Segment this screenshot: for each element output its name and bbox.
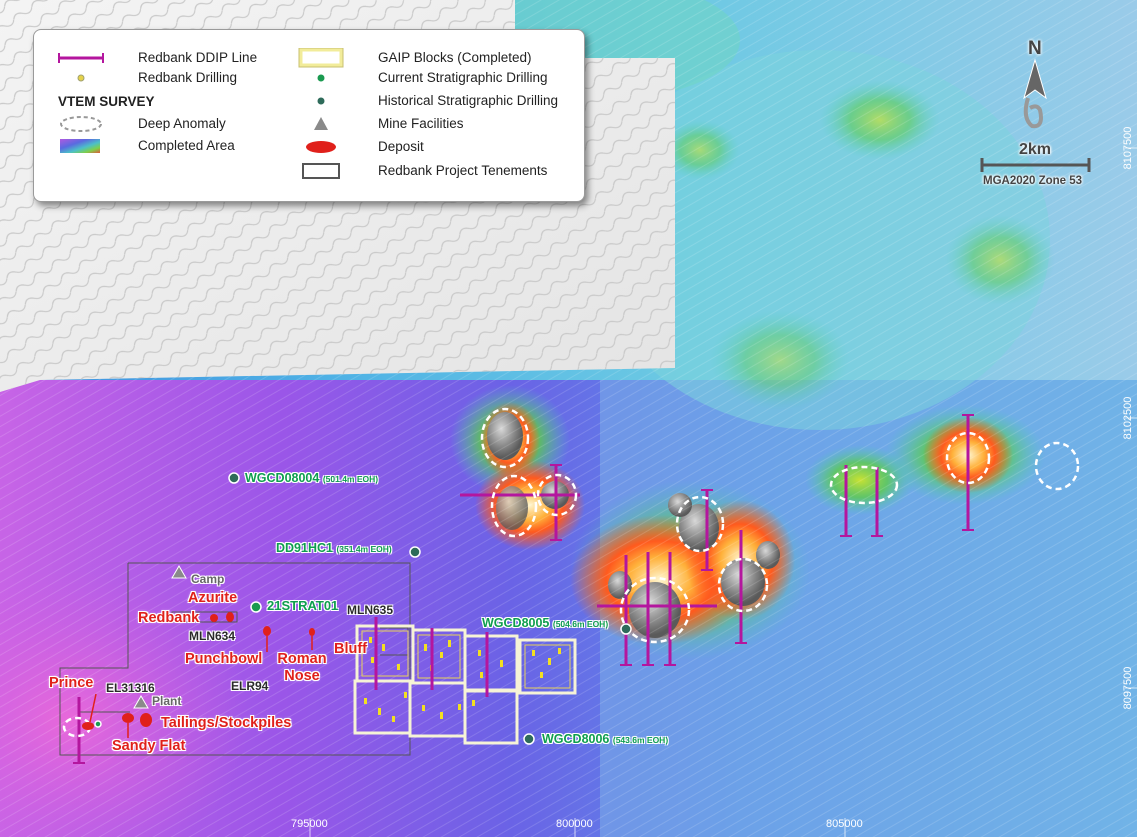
mine-facility-icon bbox=[314, 117, 328, 130]
northing-label-8102500: 8102500 bbox=[1122, 396, 1134, 440]
facility-label-plant: Plant bbox=[152, 694, 182, 708]
deposit-markers bbox=[82, 612, 351, 730]
legend-deep-anomaly: Deep Anomaly bbox=[56, 114, 316, 134]
deposit-icon bbox=[306, 141, 336, 153]
legend-drilling: Redbank Drilling bbox=[56, 68, 316, 88]
ddip-line-icon bbox=[58, 53, 104, 63]
north-arrow-icon bbox=[1023, 58, 1047, 129]
facility-label-camp: Camp bbox=[191, 572, 225, 586]
drillhole-depth: (501.4m EOH) bbox=[322, 474, 379, 484]
legend-tenements: Redbank Project Tenements bbox=[296, 161, 576, 181]
legend-historical-strat-label: Historical Stratigraphic Drilling bbox=[378, 93, 559, 108]
drillhole-name: WGCD08004 bbox=[245, 471, 320, 485]
tenement-label-elr94: ELR94 bbox=[231, 679, 269, 693]
tenement-label-el31316: EL31316 bbox=[106, 681, 155, 695]
legend-completed-area-label: Completed Area bbox=[138, 138, 235, 153]
drillhole-label-wgcd08004: WGCD08004 (501.4m EOH) bbox=[245, 471, 378, 485]
deposit-label-tailings: Tailings/Stockpiles bbox=[161, 715, 292, 731]
drillhole-label-wgcd8005: WGCD8005 (504.6m EOH) bbox=[482, 616, 608, 630]
deposit-label-azurite: Azurite bbox=[188, 590, 238, 606]
tenement-icon bbox=[302, 163, 340, 179]
northing-label-8107500: 8107500 bbox=[1122, 126, 1134, 170]
legend-gaip-label: GAIP Blocks (Completed) bbox=[378, 50, 532, 65]
drillholes bbox=[94, 472, 632, 745]
projection-label: MGA2020 Zone 53 bbox=[983, 175, 1083, 187]
deep-anomaly-icon bbox=[60, 116, 102, 132]
plant-facility-icon bbox=[133, 695, 149, 709]
legend-tenements-label: Redbank Project Tenements bbox=[378, 163, 548, 178]
deep-anomalies bbox=[62, 407, 1080, 738]
ddip-lines bbox=[77, 415, 970, 763]
scale-label: 2km bbox=[1019, 141, 1052, 158]
gaip-inner-blocks bbox=[361, 630, 571, 689]
drillhole-depth: (543.6m EOH) bbox=[612, 735, 669, 745]
legend-ddip-line-label: Redbank DDIP Line bbox=[138, 50, 258, 65]
drillhole-label-wgcd8006: WGCD8006 (543.6m EOH) bbox=[542, 732, 668, 746]
legend-mine-facilities: Mine Facilities bbox=[296, 114, 576, 134]
map-legend: Redbank DDIP Line Redbank Drilling VTEM … bbox=[33, 29, 585, 202]
historical-drill-icon bbox=[317, 97, 325, 105]
drillhole-label-21strat01: 21STRAT01 bbox=[267, 598, 339, 613]
legend-deposit-label: Deposit bbox=[378, 139, 424, 154]
drillhole-name: DD91HC1 bbox=[276, 541, 333, 555]
tenement-label-mln634: MLN634 bbox=[189, 629, 236, 643]
grid-ticks bbox=[309, 147, 1137, 837]
legend-mine-facilities-label: Mine Facilities bbox=[378, 116, 464, 131]
legend-deep-anomaly-label: Deep Anomaly bbox=[138, 116, 226, 131]
completed-area-icon bbox=[60, 139, 100, 153]
current-drill-icon bbox=[317, 74, 325, 82]
easting-label-805000: 805000 bbox=[826, 818, 863, 830]
drillhole-name: WGCD8006 bbox=[542, 732, 610, 746]
drillhole-label-dd91hc1: DD91HC1 (351.4m EOH) bbox=[276, 541, 392, 555]
legend-historical-strat: Historical Stratigraphic Drilling bbox=[296, 91, 576, 111]
north-label: N bbox=[1028, 38, 1042, 59]
legend-gaip: GAIP Blocks (Completed) bbox=[296, 48, 576, 68]
legend-current-strat-label: Current Stratigraphic Drilling bbox=[378, 70, 548, 85]
deposit-label-punchbowl: Punchbowl bbox=[185, 651, 263, 667]
deposit-label-roman-nose: Roman Nose bbox=[277, 651, 327, 684]
drillhole-name: WGCD8005 bbox=[482, 616, 550, 630]
easting-label-800000: 800000 bbox=[556, 818, 593, 830]
ddip-line-ends bbox=[73, 414, 974, 764]
legend-ddip-line: Redbank DDIP Line bbox=[56, 48, 316, 68]
tenement-label-mln635: MLN635 bbox=[347, 603, 394, 617]
legend-completed-area: Completed Area bbox=[56, 136, 316, 156]
northing-label-8097500: 8097500 bbox=[1122, 666, 1134, 710]
deposit-leaders bbox=[89, 636, 313, 738]
easting-label-795000: 795000 bbox=[291, 818, 328, 830]
legend-vtem-heading: VTEM SURVEY bbox=[58, 94, 155, 109]
deposit-label-bluff: Bluff bbox=[334, 641, 368, 657]
legend-current-strat: Current Stratigraphic Drilling bbox=[296, 68, 576, 88]
legend-drilling-label: Redbank Drilling bbox=[138, 70, 238, 85]
deposit-label-sandy-flat: Sandy Flat bbox=[112, 738, 186, 754]
scale-bar bbox=[980, 158, 1091, 172]
drillhole-depth: (504.6m EOH) bbox=[552, 619, 609, 629]
redbank-drilling-icon bbox=[77, 74, 85, 82]
deposit-label-redbank: Redbank bbox=[138, 610, 200, 626]
camp-facility-icon bbox=[171, 565, 187, 579]
gaip-blocks bbox=[353, 624, 577, 745]
legend-deposit: Deposit bbox=[296, 137, 576, 157]
drillhole-depth: (351.4m EOH) bbox=[336, 544, 392, 554]
gaip-block-icon bbox=[298, 48, 344, 68]
deposit-label-prince: Prince bbox=[49, 675, 94, 691]
